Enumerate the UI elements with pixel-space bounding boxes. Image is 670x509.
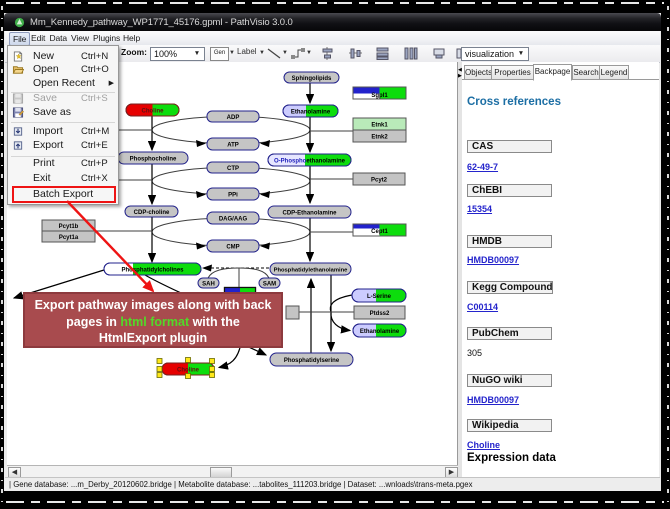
svg-text:Ptdss2: Ptdss2 bbox=[370, 311, 390, 317]
svg-text:Choline: Choline bbox=[177, 368, 200, 374]
svg-text:Etnk1: Etnk1 bbox=[371, 123, 388, 129]
svg-text:Sphingolipids: Sphingolipids bbox=[292, 76, 332, 82]
svg-text:Cept1: Cept1 bbox=[371, 229, 388, 235]
svg-text:Phosphatidylcholines: Phosphatidylcholines bbox=[121, 268, 184, 274]
svg-text:Etnk2: Etnk2 bbox=[371, 135, 388, 141]
svg-text:CDP-choline: CDP-choline bbox=[134, 210, 170, 216]
svg-text:Pcyt2: Pcyt2 bbox=[371, 178, 388, 184]
svg-text:SAM: SAM bbox=[263, 282, 276, 288]
svg-text:Pcyt1a: Pcyt1a bbox=[59, 235, 79, 241]
svg-text:O-Phosphoethanolamine: O-Phosphoethanolamine bbox=[274, 159, 346, 165]
svg-text:ATP: ATP bbox=[227, 143, 239, 149]
svg-text:Phosphatidylethanolamine: Phosphatidylethanolamine bbox=[274, 268, 349, 274]
svg-text:ADP: ADP bbox=[227, 115, 240, 121]
svg-text:Phosphocholine: Phosphocholine bbox=[130, 157, 177, 163]
svg-text:Ethanolamine: Ethanolamine bbox=[360, 329, 400, 335]
svg-text:CTP: CTP bbox=[227, 166, 239, 172]
svg-text:DAG/AAG: DAG/AAG bbox=[219, 217, 248, 223]
svg-text:CMP: CMP bbox=[226, 245, 239, 251]
svg-text:Ethanolamine: Ethanolamine bbox=[291, 110, 331, 116]
svg-text:Sgpl1: Sgpl1 bbox=[371, 93, 388, 99]
svg-text:Phosphatidylserine: Phosphatidylserine bbox=[284, 358, 340, 364]
svg-text:L-Serine: L-Serine bbox=[367, 294, 392, 300]
svg-text:PPi: PPi bbox=[228, 193, 238, 199]
svg-text:CDP-Ethanolamine: CDP-Ethanolamine bbox=[282, 211, 337, 217]
svg-text:SAH: SAH bbox=[202, 282, 215, 288]
svg-text:Pcyt1b: Pcyt1b bbox=[59, 224, 79, 230]
svg-text:Choline: Choline bbox=[142, 109, 165, 115]
